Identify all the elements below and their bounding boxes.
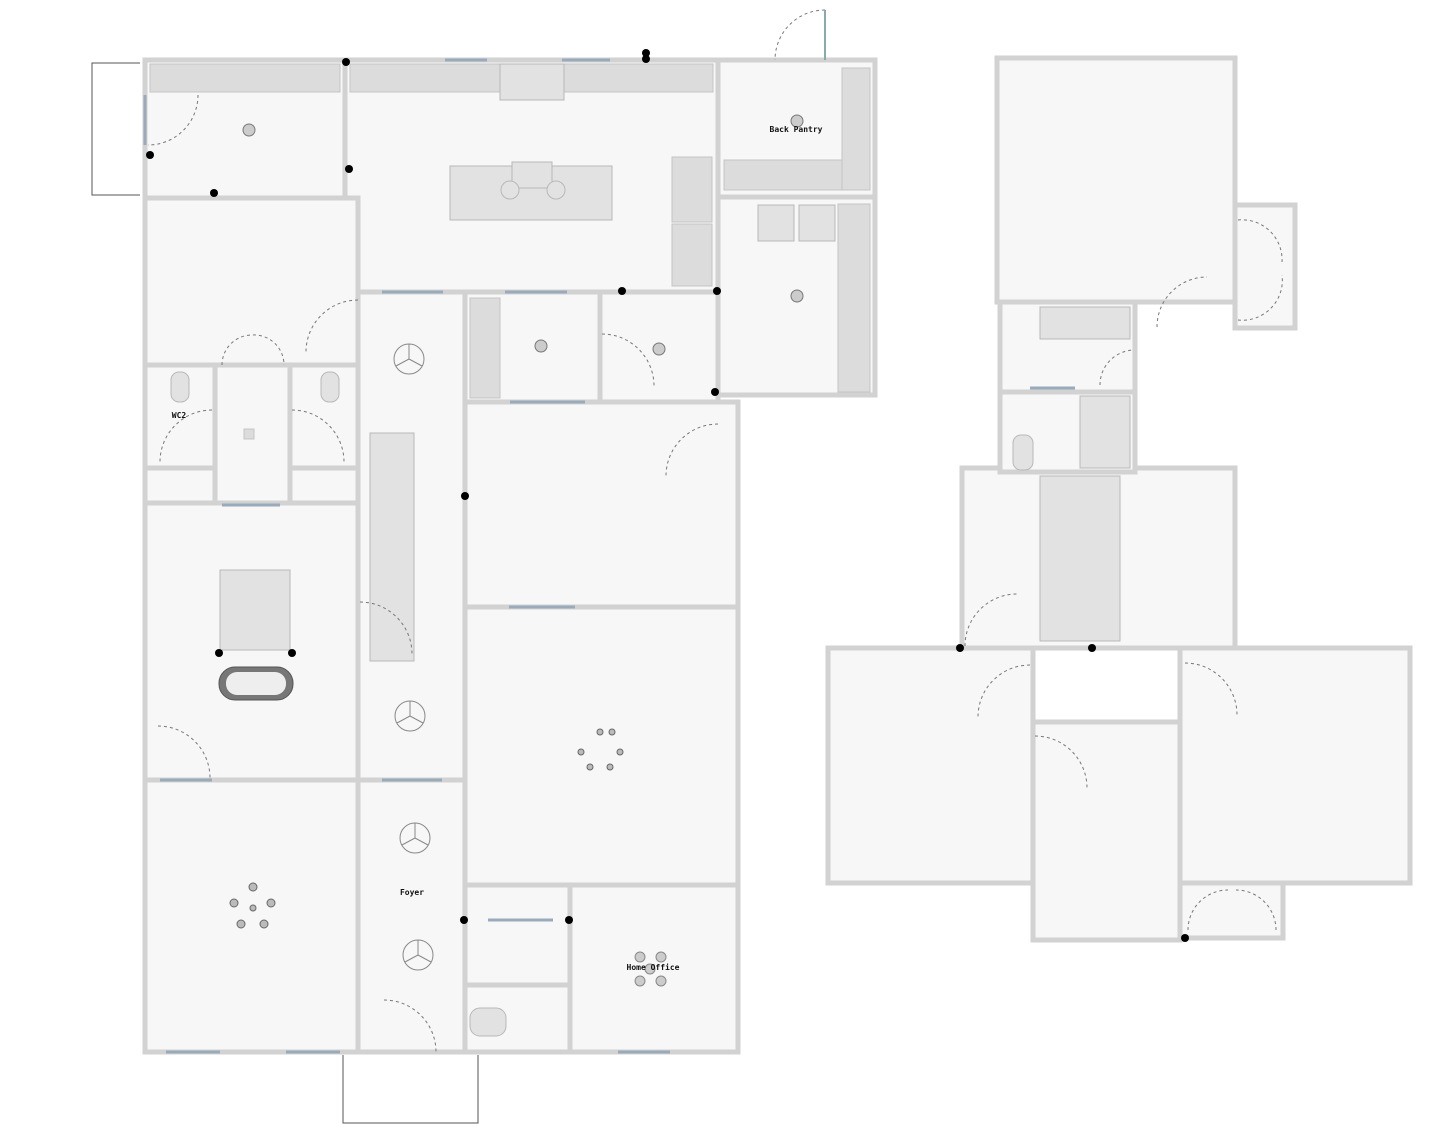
toilet-icon	[1012, 434, 1034, 471]
office-chairs-icon	[634, 951, 667, 987]
chandelier-icon	[229, 882, 276, 929]
annex-staircase	[1039, 475, 1121, 642]
toilet-icon	[170, 371, 190, 403]
bed-icon	[219, 569, 291, 651]
laundry-counter	[837, 203, 871, 393]
doors	[147, 9, 1283, 1053]
marker-dot	[713, 287, 721, 295]
bedroom-front[interactable]	[142, 777, 361, 1055]
label-foyer: Foyer	[400, 888, 424, 897]
label-back-pantry: Back Pantry	[770, 125, 823, 134]
light-icon	[534, 339, 548, 353]
annex-bedroom-right[interactable]	[1177, 645, 1413, 886]
marker-dot	[342, 58, 350, 66]
fan-icon	[402, 939, 434, 971]
ceiling-fixtures	[229, 114, 804, 987]
vanity-right	[287, 465, 361, 506]
marker-dot	[618, 287, 626, 295]
light-icon	[790, 289, 804, 303]
dryer-icon	[798, 204, 836, 242]
marker-dot	[642, 49, 650, 57]
fridge-icon	[671, 156, 713, 223]
sink-icon	[511, 161, 553, 189]
foyer-room[interactable]	[355, 777, 468, 1055]
dining-room[interactable]	[462, 399, 741, 610]
marker-dot	[288, 649, 296, 657]
double-door-swing[interactable]	[1237, 219, 1283, 321]
living-room[interactable]	[462, 604, 741, 888]
label-home-office: Home Office	[627, 962, 680, 972]
shower-icon	[1079, 395, 1131, 469]
staircase	[369, 432, 415, 662]
marker-dot	[565, 916, 573, 924]
fixtures	[149, 63, 1131, 1037]
vent-icon	[243, 428, 255, 440]
pantry-shelf	[469, 297, 501, 399]
pantry-shelf	[841, 67, 871, 191]
fan-icon	[393, 343, 425, 375]
light-icon	[242, 123, 256, 137]
hall-room[interactable]	[142, 195, 361, 368]
marker-dot	[1088, 644, 1096, 652]
marker-dot	[711, 388, 719, 396]
marker-dot	[345, 165, 353, 173]
stool-icon	[500, 180, 520, 200]
marker-dot	[215, 649, 223, 657]
label-wc2: WC2	[172, 411, 187, 420]
markers	[146, 49, 1189, 942]
toilet-icon	[469, 1007, 507, 1037]
door-swing[interactable]	[1099, 349, 1134, 386]
fan-icon	[394, 700, 426, 732]
garage-room[interactable]	[994, 55, 1238, 305]
marker-dot	[1181, 934, 1189, 942]
marker-dot	[461, 492, 469, 500]
marker-dot	[956, 644, 964, 652]
fan-icon	[399, 822, 431, 854]
chandelier-icon	[577, 728, 624, 771]
mudroom-bench	[149, 63, 341, 93]
coat-closet[interactable]	[462, 882, 573, 988]
double-door-swing[interactable]	[1187, 889, 1277, 931]
toilet-icon	[320, 371, 340, 403]
light-icon	[790, 114, 804, 128]
double-door-swing[interactable]	[221, 334, 285, 366]
washer-icon	[757, 204, 795, 242]
marker-dot	[460, 916, 468, 924]
annex-room-middle[interactable]	[1030, 719, 1183, 943]
laundry-annex-counter	[1039, 306, 1131, 340]
door-swing[interactable]	[774, 9, 826, 61]
marker-dot	[210, 189, 218, 197]
windows	[143, 58, 1075, 1054]
stool-icon	[546, 180, 566, 200]
stove-icon	[499, 63, 565, 101]
marker-dot	[642, 55, 650, 63]
annex	[825, 55, 1413, 943]
vanity-left	[142, 465, 218, 506]
front-porch-outline	[342, 1055, 479, 1124]
pantry-cabinet	[671, 223, 713, 287]
closet-room[interactable]	[597, 289, 721, 405]
pantry-shelf	[723, 159, 843, 191]
left-porch-outline	[91, 62, 140, 196]
annex-porch[interactable]	[1177, 880, 1286, 941]
annex-bedroom-left[interactable]	[825, 645, 1036, 886]
light-icon	[652, 342, 666, 356]
side-porch[interactable]	[1232, 202, 1298, 331]
bathtub-inner	[226, 672, 286, 695]
marker-dot	[146, 151, 154, 159]
